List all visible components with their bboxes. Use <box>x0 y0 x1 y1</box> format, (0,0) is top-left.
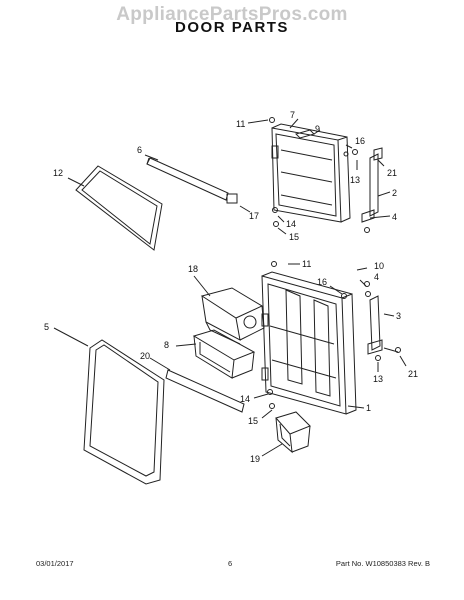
refrigerator-door-gasket <box>83 339 165 485</box>
callout-7: 7 <box>290 110 295 120</box>
callout-6: 6 <box>137 145 142 155</box>
door-bin-large <box>192 329 256 379</box>
callout-18: 18 <box>188 264 198 274</box>
callout-16-lower: 16 <box>317 277 327 287</box>
screw-icon <box>365 291 371 297</box>
callout-15-upper: 15 <box>289 232 299 242</box>
plug-icon <box>267 389 273 395</box>
callout-15-lower: 15 <box>248 416 258 426</box>
callout-4-upper: 4 <box>392 212 397 222</box>
screw-icon <box>269 117 275 123</box>
callout-5: 5 <box>44 322 49 332</box>
page-title: DOOR PARTS <box>175 19 289 36</box>
screw-icon <box>343 151 349 157</box>
callout-8: 8 <box>164 340 169 350</box>
screw-icon <box>352 149 358 155</box>
freezer-door <box>271 123 351 223</box>
freezer-door-gasket <box>75 165 163 251</box>
door-bin-small <box>275 411 311 454</box>
callout-20: 20 <box>140 351 150 361</box>
refrigerator-door <box>261 271 357 415</box>
screw-icon <box>271 261 277 267</box>
footer-date: 03/01/2017 <box>36 559 74 568</box>
callout-14-upper: 14 <box>286 219 296 229</box>
screw-icon <box>375 355 381 361</box>
callout-4-lower: 4 <box>374 272 379 282</box>
refrigerator-trim-strip <box>165 369 245 413</box>
footer-page-number: 6 <box>228 559 233 568</box>
callout-11-upper: 11 <box>236 119 245 129</box>
callout-11-lower: 11 <box>302 259 311 269</box>
callout-13-upper: 13 <box>350 175 360 185</box>
callout-10: 10 <box>374 261 384 271</box>
callout-17: 17 <box>249 211 259 221</box>
upper-hinge <box>361 147 383 223</box>
callout-13-lower: 13 <box>373 374 383 384</box>
callout-12: 12 <box>53 168 63 178</box>
freezer-trim-strip <box>146 157 229 201</box>
door-stop-bracket <box>226 193 238 204</box>
callout-2: 2 <box>392 188 397 198</box>
plug-icon <box>273 221 279 227</box>
dairy-door <box>200 287 265 345</box>
callout-21-lower: 21 <box>408 369 418 379</box>
callout-1: 1 <box>366 403 371 413</box>
callout-21-upper: 21 <box>387 168 397 178</box>
screw-icon <box>364 227 370 233</box>
callout-16-upper: 16 <box>355 136 365 146</box>
plug-icon <box>269 403 275 409</box>
screw-icon <box>341 293 347 299</box>
watermark: AppliancePartsPros.com <box>116 4 348 25</box>
callout-3: 3 <box>396 311 401 321</box>
callout-14-lower: 14 <box>240 394 250 404</box>
lower-hinge <box>367 295 383 355</box>
callout-19: 19 <box>250 454 260 464</box>
plug-icon <box>395 347 401 353</box>
plug-icon <box>272 207 278 213</box>
callout-9: 9 <box>315 124 320 134</box>
footer-part-number: Part No. W10850383 Rev. B <box>335 559 430 568</box>
